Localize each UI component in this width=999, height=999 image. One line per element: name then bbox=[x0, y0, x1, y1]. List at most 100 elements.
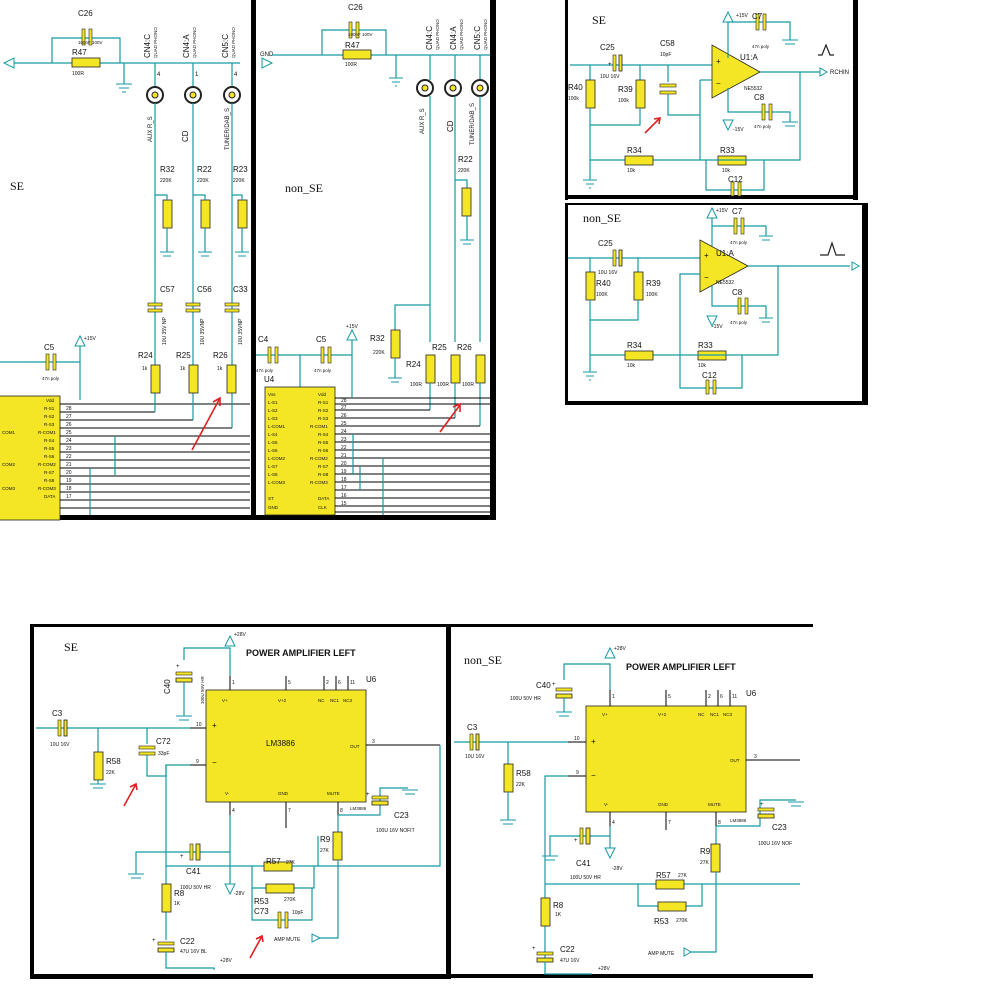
pin-label: COM2 bbox=[2, 462, 15, 467]
pin-number: 25 bbox=[341, 421, 347, 427]
c22-value: 47U 16V bbox=[560, 958, 580, 964]
r40-value: 100k bbox=[568, 96, 579, 102]
r34-ref: R34 bbox=[627, 146, 642, 155]
c26-ref: C26 bbox=[78, 9, 93, 18]
c3-ref: C3 bbox=[52, 709, 63, 718]
c41-value: 100U 50V HR bbox=[570, 875, 601, 881]
c22-ref: C22 bbox=[180, 937, 195, 946]
c41-ref: C41 bbox=[186, 867, 201, 876]
pin-label: V+2 bbox=[658, 712, 667, 717]
aux-label: AUX R_S bbox=[420, 108, 426, 134]
pin-label: R-COM2 bbox=[38, 462, 56, 467]
aux-label: AUX R_S bbox=[148, 116, 154, 142]
pin-number: 22 bbox=[66, 454, 72, 460]
r25-ref: R25 bbox=[176, 351, 191, 360]
pin-label: L-S3 bbox=[268, 416, 278, 421]
c5-ref: C5 bbox=[44, 343, 55, 352]
u4-ref: U4 bbox=[264, 375, 275, 384]
c26-value: 100nF 100V bbox=[348, 32, 373, 37]
r47-value: 100R bbox=[345, 62, 357, 68]
pin-label: MUTE bbox=[708, 802, 721, 807]
r40-ref: R40 bbox=[568, 83, 583, 92]
r53-ref: R53 bbox=[654, 917, 669, 926]
u6-ref: U6 bbox=[746, 689, 757, 698]
r53-value: 270K bbox=[676, 918, 688, 924]
chip-part: LM3886 bbox=[350, 806, 367, 811]
c22-ref: C22 bbox=[560, 945, 575, 954]
c73-value: 10pF bbox=[292, 910, 303, 916]
pin-label: R-S7 bbox=[318, 464, 329, 469]
mode-label: non_SE bbox=[464, 653, 502, 667]
r58-value: 22K bbox=[516, 782, 526, 788]
pin-number: 15 bbox=[341, 501, 347, 507]
c8-value: 47n poly bbox=[754, 124, 772, 129]
preamp-non-se: non_SE C25 10U 16V R40 100K R39 100K + −… bbox=[568, 206, 861, 395]
c41-value: 100U 50V HR bbox=[180, 885, 211, 891]
r32-ref: R32 bbox=[370, 334, 385, 343]
vneg-label: -15V bbox=[712, 324, 723, 330]
c5-value: 47n poly bbox=[42, 376, 60, 381]
pin-number: 3 bbox=[754, 754, 757, 760]
amp-mute-label: AMP MUTE bbox=[274, 937, 301, 943]
plus-sign: + bbox=[704, 251, 709, 260]
r39-value: 100k bbox=[618, 98, 629, 104]
connector-type: QUAD PHONO bbox=[435, 19, 440, 50]
pin-label: Vss bbox=[268, 392, 276, 397]
r32-value: 220K bbox=[160, 178, 172, 184]
pin-number: 28 bbox=[66, 406, 72, 412]
r57-ref: R57 bbox=[656, 871, 671, 880]
c33-value: 10U 35VNP bbox=[238, 318, 244, 345]
mode-label: SE bbox=[64, 640, 78, 654]
connectors: CN4:C QUAD PHONO CN4:A QUAD PHONO CN5:C … bbox=[143, 27, 241, 150]
pin-label: L-S8 bbox=[268, 472, 278, 477]
pin-number: 17 bbox=[66, 494, 72, 500]
pin-number: 26 bbox=[341, 413, 347, 419]
c7-ref: C7 bbox=[732, 207, 743, 216]
supply-pos-label: +28V bbox=[614, 646, 626, 652]
cd-label: CD bbox=[181, 130, 190, 142]
connector-type: QUAD PHONO bbox=[459, 19, 464, 50]
plus-sign: + bbox=[716, 57, 721, 66]
input-selector-se: SE C26 100nF 100V R47 100R CN4:C QUAD PH… bbox=[0, 9, 250, 521]
c40-ref: C40 bbox=[536, 681, 551, 690]
pin-label: R-COM1 bbox=[310, 424, 328, 429]
c40-ref: C40 bbox=[163, 679, 172, 694]
power-amp-se: SE POWER AMPLIFIER LEFT LM3886 U6 LM3886… bbox=[36, 632, 441, 970]
pin-label: ST bbox=[268, 496, 274, 501]
pin-label: COM1 bbox=[2, 430, 15, 435]
u4-chip bbox=[264, 386, 336, 516]
pin-number: 7 bbox=[288, 808, 291, 814]
r8-value: 1K bbox=[174, 901, 181, 907]
pin-label: DATA bbox=[318, 496, 329, 501]
pin-number: 5 bbox=[668, 694, 671, 700]
gnd-arrow-icon bbox=[261, 57, 274, 69]
pin-number: 8 bbox=[340, 808, 343, 814]
pin-number: 23 bbox=[341, 437, 347, 443]
pin-number: 9 bbox=[576, 770, 579, 776]
supply-label: +15V bbox=[84, 336, 96, 342]
c7-ref: C7 bbox=[752, 12, 763, 21]
r26-value: 100R bbox=[462, 382, 474, 388]
input-selector-non-se: non_SE GND C26 100nF 100V R47 100R CN4:C… bbox=[256, 3, 490, 516]
plus-sign: + bbox=[532, 946, 536, 952]
pin-number: 2 bbox=[326, 680, 329, 686]
r57-ref: R57 bbox=[266, 857, 281, 866]
pin-label: V- bbox=[225, 791, 230, 796]
mode-label: SE bbox=[10, 179, 24, 193]
r26-ref: R26 bbox=[457, 343, 472, 352]
c23-value: 100U 16V NOF bbox=[758, 841, 792, 847]
pin-label: NC bbox=[698, 712, 705, 717]
plus-sign: + bbox=[552, 682, 556, 688]
pin-label: R-S4 bbox=[318, 432, 329, 437]
c26-value: 100nF 100V bbox=[78, 40, 103, 45]
cn4c-ref: CN4:C bbox=[143, 34, 152, 58]
cd-label: CD bbox=[446, 120, 455, 132]
pin-number: 1 bbox=[195, 72, 199, 78]
vneg-label: -15V bbox=[733, 127, 744, 133]
pin-number: 22 bbox=[341, 445, 347, 451]
tuner-label: TUNER/DAB_S bbox=[470, 103, 476, 145]
c3-value: 10U 16V bbox=[50, 742, 70, 748]
c33-ref: C33 bbox=[233, 285, 248, 294]
output-arrow-icon bbox=[819, 67, 829, 77]
